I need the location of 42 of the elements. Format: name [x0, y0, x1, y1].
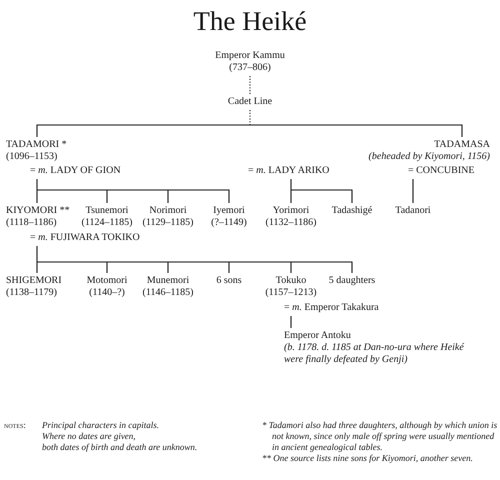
family-member: Tsunemori (1124–1185): [82, 205, 132, 229]
family-line: [36, 124, 250, 137]
family-member: = m. FUJIWARA TOKIKO: [30, 232, 140, 244]
family-member: Tadashigé: [332, 205, 372, 217]
note-text: * Tadamori also had three daughters, although by which union is not known, since only male off spring were usually mentioned in ancient genealogical tables.: [262, 420, 498, 453]
family-member: 5 daughters: [328, 275, 376, 287]
family-member: KIYOMORI ** (1118–1186): [6, 205, 70, 229]
family-line: [290, 179, 292, 190]
family-line: [291, 189, 353, 203]
family-line: [250, 124, 463, 137]
family-member: Yorimori (1132–1186): [266, 205, 316, 229]
family-member: Tadanori: [395, 205, 431, 217]
family-line: [37, 261, 353, 273]
family-member: SHIGEMORI (1138–1179): [6, 275, 62, 299]
family-line: [290, 316, 292, 328]
family-member: = m. Emperor Takakura: [284, 302, 379, 314]
note-text: Where no dates are given,: [42, 431, 137, 442]
family-line: [36, 246, 38, 262]
note-text: both dates of birth and death are unknown.: [42, 442, 198, 453]
family-member: Emperor Antoku (b. 1178. d. 1185 at Dan-no-ura where Heiké were finally defeated by Genji): [284, 330, 474, 366]
family-member: 6 sons: [216, 275, 242, 287]
family-member: TADAMORI * (1096–1153): [6, 139, 67, 163]
family-line: [36, 179, 38, 190]
family-line: [36, 189, 38, 203]
note-text: Principal characters in capitals.: [42, 420, 160, 431]
family-member: Motomori (1140–?): [86, 275, 128, 299]
family-line: [412, 179, 414, 203]
family-member: = CONCUBINE: [408, 165, 474, 177]
family-member: Iyemori (?–1149): [211, 205, 247, 229]
family-line: [36, 261, 38, 273]
family-member: Munemori (1146–1185): [142, 275, 194, 299]
family-member: Tokuko (1157–1213): [265, 275, 317, 299]
family-line: [290, 189, 292, 203]
chart-title: The Heiké: [192, 6, 308, 37]
note-text: ** One source lists nine sons for Kiyomori, another seven.: [262, 453, 474, 464]
family-member: TADAMASA (beheaded by Kiyomori, 1156): [368, 139, 490, 163]
family-member: = m. LADY OF GION: [30, 165, 121, 177]
family-member: = m. LADY ARIKO: [248, 165, 330, 177]
family-member: Cadet Line: [228, 96, 272, 108]
family-line: [37, 189, 230, 203]
family-member: Emperor Kammu (737–806): [215, 50, 285, 74]
family-member: Norimori (1129–1185): [142, 205, 194, 229]
